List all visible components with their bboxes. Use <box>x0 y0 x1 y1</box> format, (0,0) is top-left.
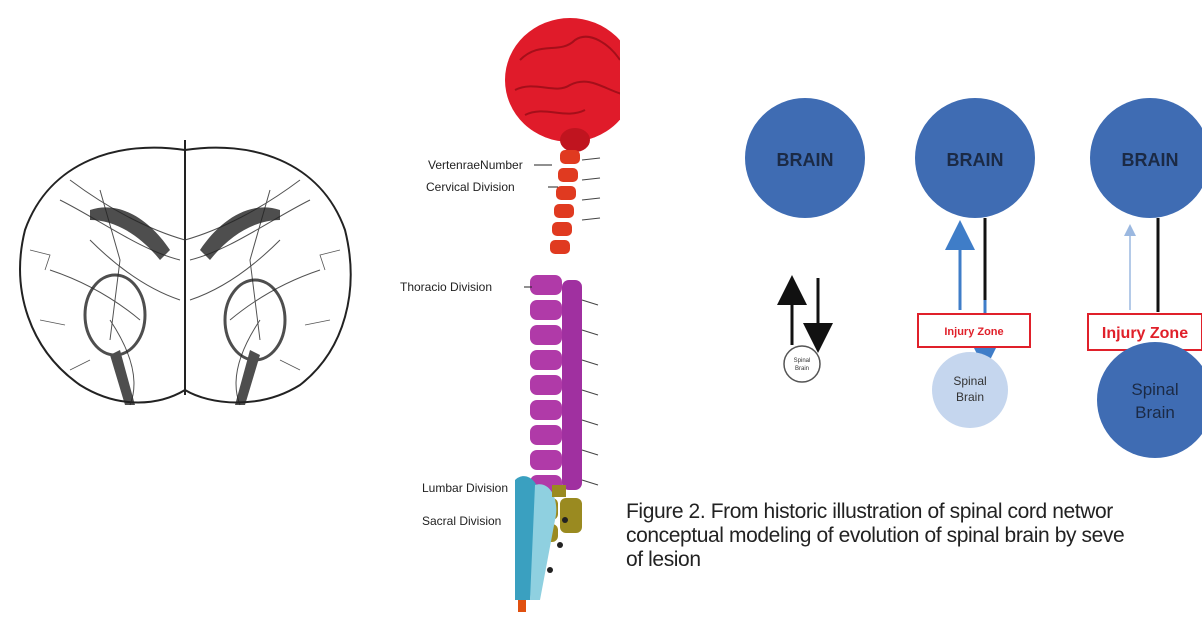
brain-spine-drawing: VertenraeNumber Cervical Division Thorac… <box>400 0 620 612</box>
brain-spine-figure: VertenraeNumber Cervical Division Thorac… <box>400 0 620 612</box>
injury-zone-label-3: Injury Zone <box>1102 325 1188 342</box>
spinal-cord-cross-section-illustration <box>10 120 360 420</box>
spinal-brain-label-2b: Brain <box>956 390 984 404</box>
brain-label-3: BRAIN <box>1122 150 1179 170</box>
spinal-brain-label-3a: Spinal <box>1131 380 1178 399</box>
brain-shape <box>505 18 620 142</box>
caption-line-1: Figure 2. From historic illustration of … <box>626 500 1202 524</box>
figure-caption: Figure 2. From historic illustration of … <box>626 500 1202 572</box>
label-sacral-division: Sacral Division <box>422 514 501 528</box>
spinal-detail-illustration <box>515 476 568 612</box>
cervical-vertebrae <box>550 150 580 254</box>
label-thoracic-division: Thoracio Division <box>400 280 492 294</box>
label-lumbar-division: Lumbar Division <box>422 481 508 495</box>
label-cervical-division: Cervical Division <box>426 180 515 194</box>
cross-section-drawing <box>10 120 360 420</box>
caption-line-3: of lesion <box>626 548 1202 572</box>
model-drawing: BRAIN Spinal Brain BRAIN Injury Zone Spi… <box>720 70 1202 470</box>
thoracic-vertebrae <box>530 275 582 495</box>
spinal-brain-label-1b: Brain <box>795 366 809 372</box>
spinal-brain-label-3b: Brain <box>1135 403 1175 422</box>
spinal-brain-node-1 <box>784 346 820 382</box>
injury-zone-label-2: Injury Zone <box>944 326 1003 338</box>
spinal-brain-label-2a: Spinal <box>953 374 986 388</box>
spinal-brain-model-diagram: BRAIN Spinal Brain BRAIN Injury Zone Spi… <box>720 70 1202 470</box>
spinal-brain-label-1a: Spinal <box>794 358 811 364</box>
brain-label-1: BRAIN <box>777 150 834 170</box>
brain-label-2: BRAIN <box>947 150 1004 170</box>
caption-line-2: conceptual modeling of evolution of spin… <box>626 524 1202 548</box>
spinal-brain-node-3 <box>1097 342 1202 458</box>
label-vertebrae-number: VertenraeNumber <box>428 158 523 172</box>
